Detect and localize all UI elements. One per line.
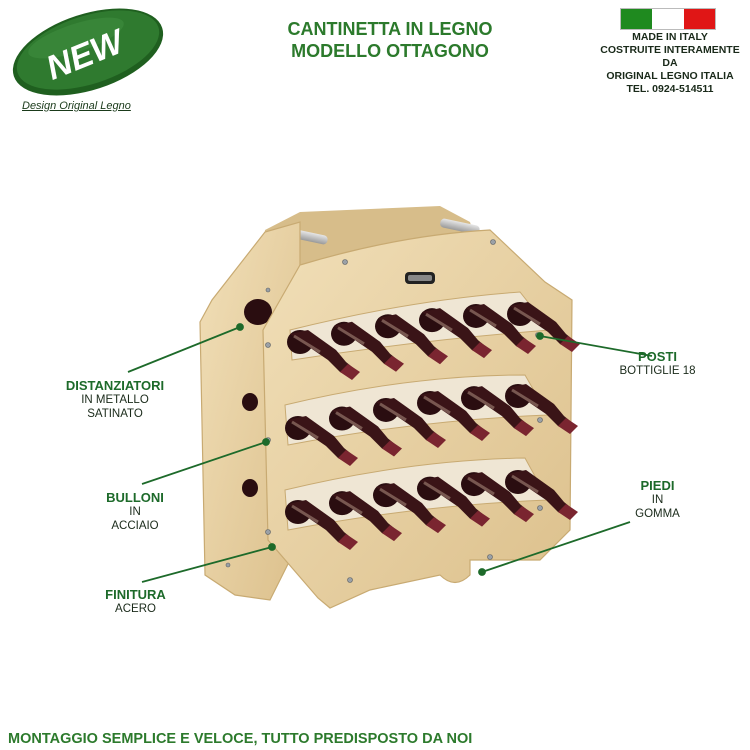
made-in-line-3: DA	[662, 57, 678, 69]
callout-distanziatori-sub-2: SATINATO	[87, 408, 143, 420]
manufacturer-info: MADE IN ITALY COSTRUITE INTERAMENTE DA O…	[590, 31, 750, 96]
callout-bulloni-sub-1: IN	[129, 506, 141, 518]
page-title: CANTINETTA IN LEGNO MODELLO OTTAGONO	[230, 18, 550, 62]
leader-lines	[127, 323, 653, 583]
callout-bulloni-sub-2: ACCIAIO	[111, 520, 159, 532]
side-bottles	[242, 299, 272, 497]
callout-posti-title: POSTI	[637, 349, 677, 364]
callout-posti-sub-1: BOTTIGLIE 18	[619, 365, 696, 377]
made-in-line-5: TEL. 0924-514511	[626, 83, 714, 95]
callout-distanziatori: DISTANZIATORI IN METALLO SATINATO	[50, 378, 180, 421]
callout-finitura-sub-1: ACERO	[115, 603, 156, 615]
callout-piedi-sub-1: IN	[651, 494, 664, 506]
callout-bulloni-title: BULLONI	[106, 490, 164, 505]
made-in-line-2: COSTRUITE INTERAMENTE	[600, 44, 740, 56]
callout-posti: POSTI BOTTIGLIE 18	[600, 349, 715, 378]
callout-piedi-sub-2: GOMMA	[635, 508, 680, 520]
new-badge: NEW	[12, 8, 164, 96]
made-in-line-1: MADE IN ITALY	[632, 31, 708, 43]
italian-flag-icon	[620, 8, 716, 30]
footer-tagline: MONTAGGIO SEMPLICE E VELOCE, TUTTO PREDI…	[8, 731, 473, 747]
page-title-line-1: CANTINETTA IN LEGNO	[287, 19, 493, 39]
callout-distanziatori-sub-1: IN METALLO	[81, 394, 149, 406]
made-in-line-4: ORIGINAL LEGNO ITALIA	[606, 70, 734, 82]
callout-distanziatori-title: DISTANZIATORI	[65, 378, 165, 393]
page-title-line-2: MODELLO OTTAGONO	[291, 41, 489, 61]
callout-finitura-title: FINITURA	[105, 587, 166, 602]
callout-piedi-title: PIEDI	[640, 478, 675, 493]
callout-finitura: FINITURA ACERO	[88, 587, 183, 616]
callout-piedi: PIEDI IN GOMMA	[620, 478, 695, 521]
design-credit: Design Original Legno	[22, 100, 131, 112]
callout-bulloni: BULLONI IN ACCIAIO	[90, 490, 180, 533]
